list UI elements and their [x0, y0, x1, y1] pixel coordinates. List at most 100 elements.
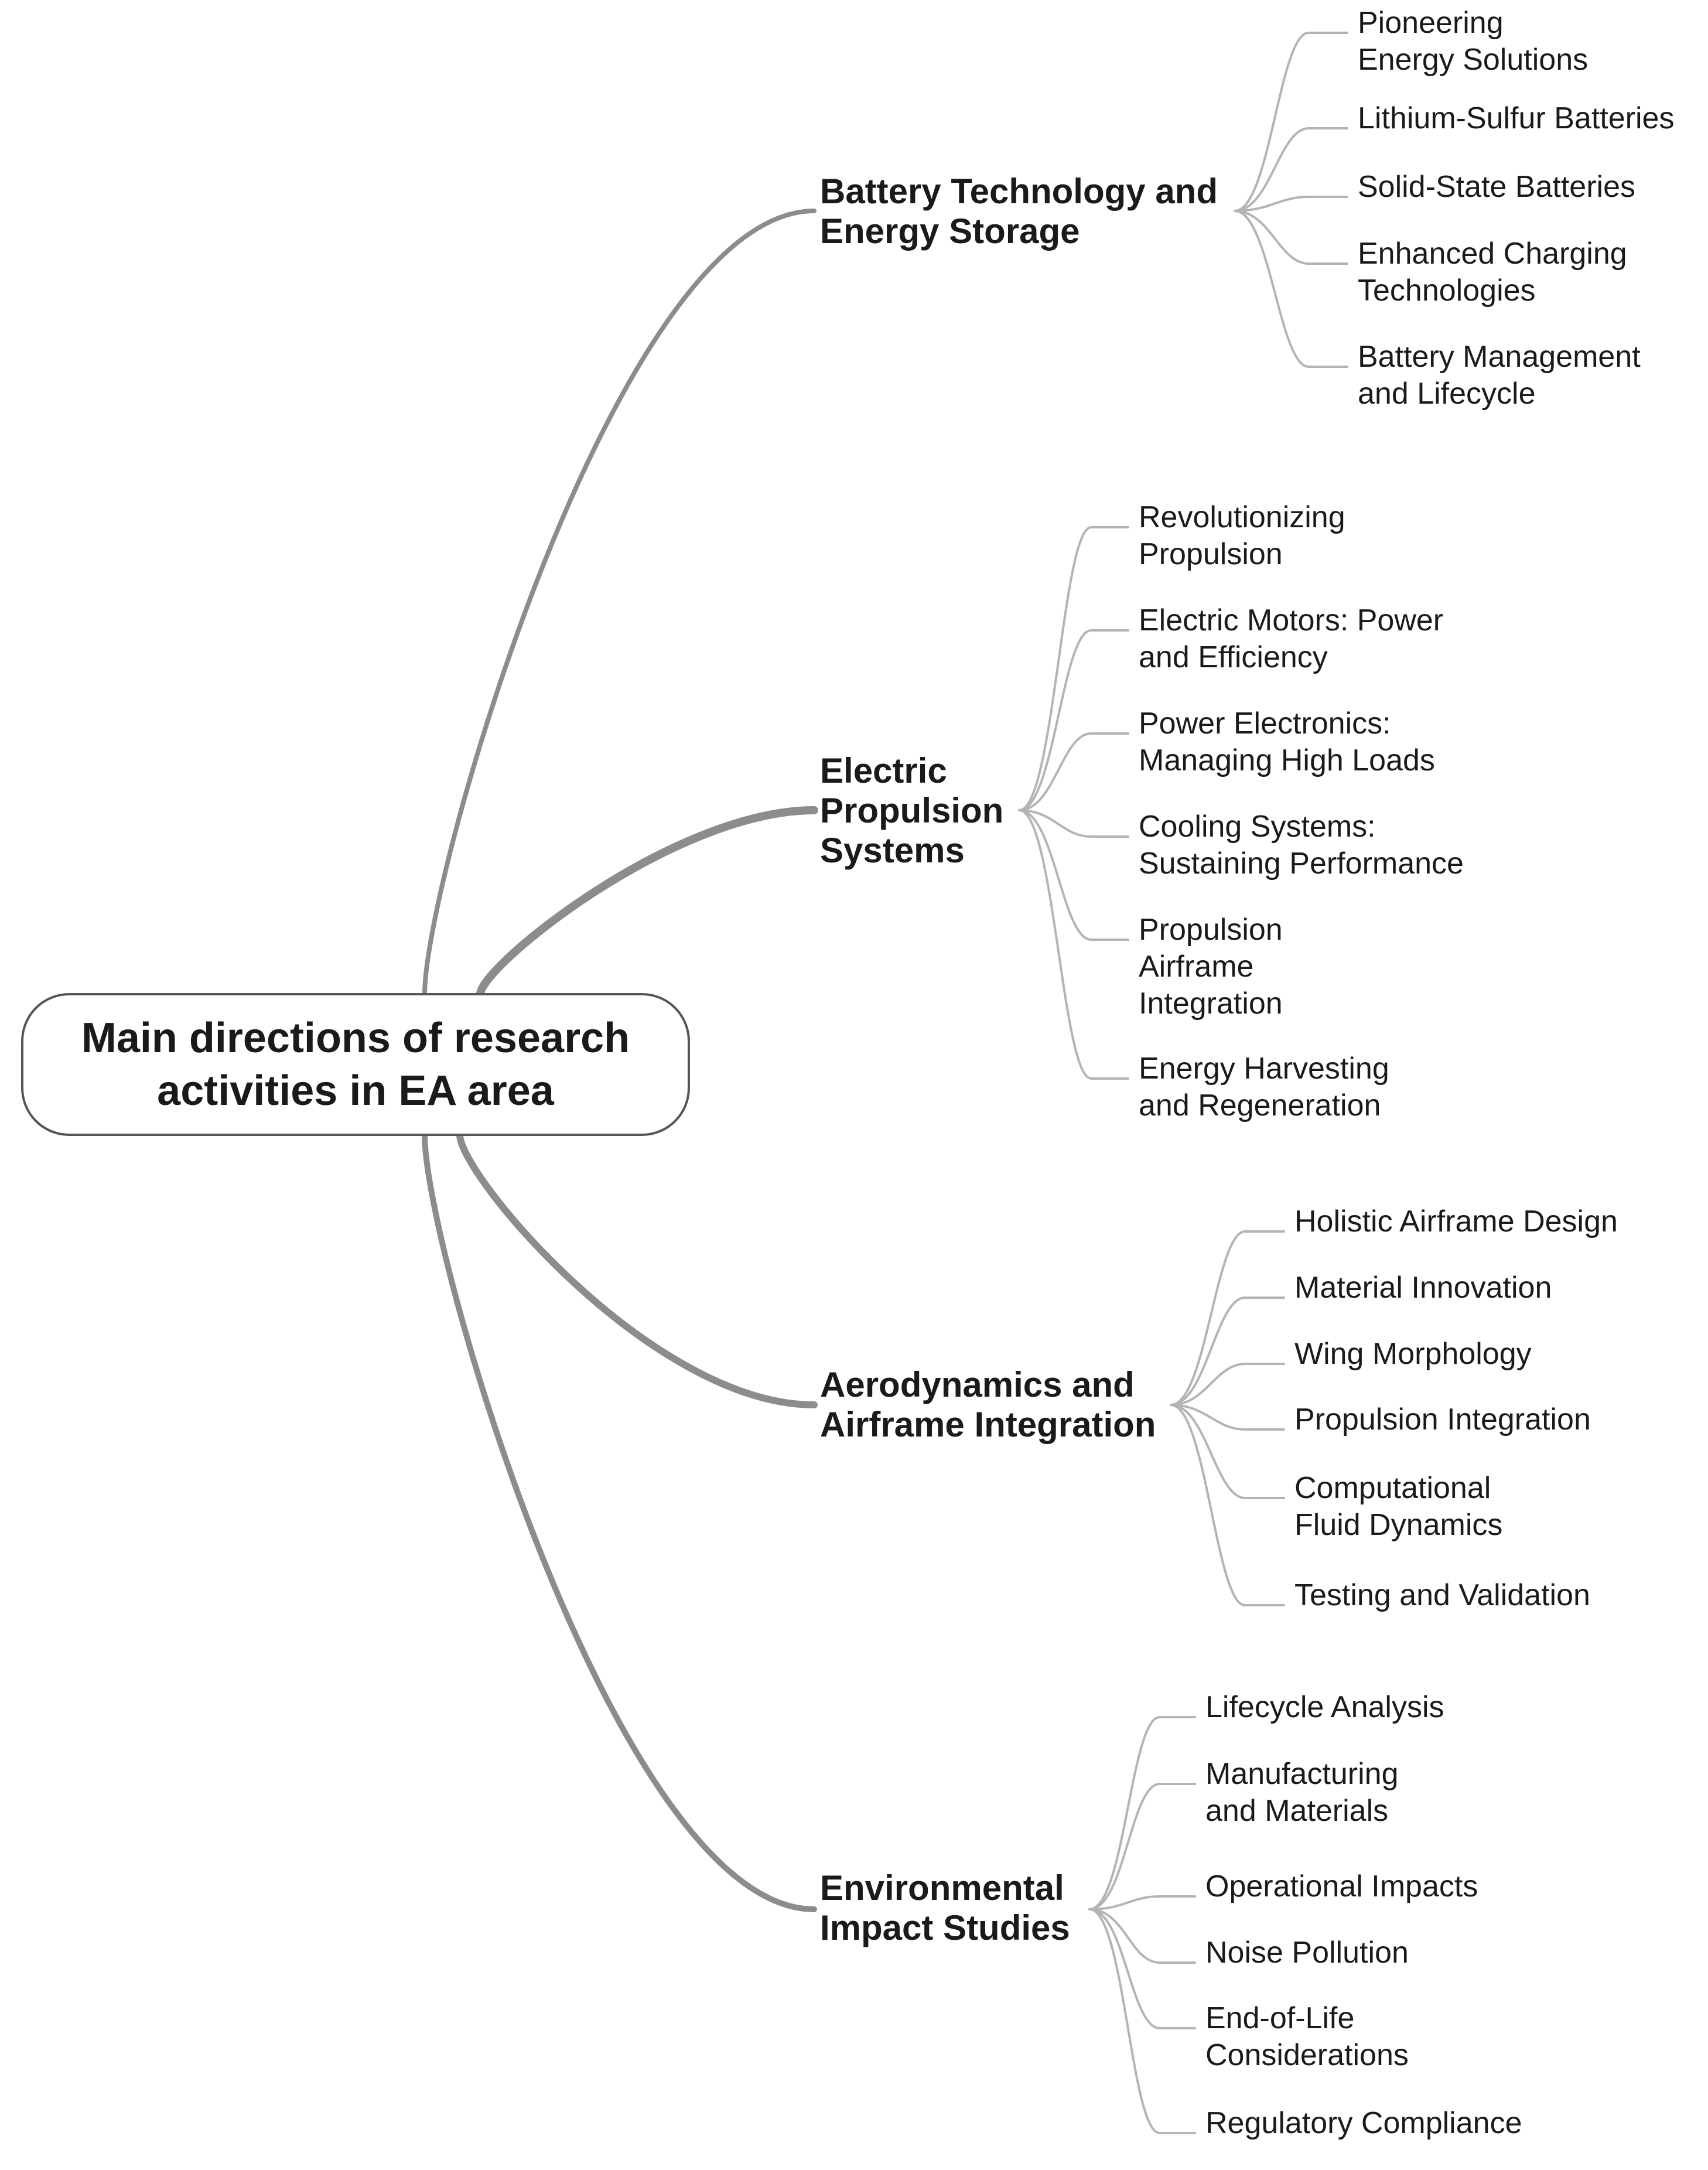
leaf-connector — [1088, 1908, 1196, 2029]
leaf-label-line: Sustaining Performance — [1139, 847, 1464, 881]
leaf-label-line: Fluid Dynamics — [1294, 1508, 1502, 1542]
leaf-label-line: Testing and Validation — [1294, 1578, 1590, 1612]
leaf-label: Power Electronics:Managing High Loads — [1139, 707, 1435, 777]
branch-connector — [422, 1132, 817, 1912]
leaf-label: Holistic Airframe Design — [1294, 1205, 1618, 1238]
leaf-label-line: Power Electronics: — [1139, 707, 1391, 741]
leaf-label-line: Enhanced Charging — [1358, 237, 1627, 271]
leaf-connector — [1170, 1404, 1285, 1499]
root-title-line: activities in EA area — [157, 1067, 555, 1114]
leaf-label-line: and Efficiency — [1139, 640, 1328, 674]
leaf-connector — [1088, 1783, 1196, 1910]
leaf-connector — [1170, 1404, 1285, 1606]
leaf-label-line: Lithium-Sulfur Batteries — [1358, 101, 1674, 135]
leaf-label: Lifecycle Analysis — [1205, 1690, 1444, 1724]
branch-label-line: Impact Studies — [820, 1908, 1070, 1947]
root-box — [21, 993, 690, 1136]
leaf-label-line: Regulatory Compliance — [1205, 2106, 1522, 2140]
leaf-label-line: Battery Management — [1358, 340, 1641, 374]
leaf-connector — [1018, 809, 1129, 941]
leaf-connector — [1088, 1908, 1196, 1964]
branch-label-line: Electric — [820, 751, 947, 790]
root-title-line: Main directions of research — [81, 1015, 630, 1062]
leaf-label-line: Revolutionizing — [1139, 500, 1345, 534]
leaf-connector — [1170, 1363, 1285, 1406]
leaf-label-line: Technologies — [1358, 274, 1536, 308]
leaf-label-line: Holistic Airframe Design — [1294, 1205, 1618, 1238]
leaf-connector — [1018, 809, 1129, 838]
leaf-label-line: Operational Impacts — [1205, 1869, 1478, 1903]
leaf-label: Lithium-Sulfur Batteries — [1358, 101, 1674, 135]
leaf-label-line: Noise Pollution — [1205, 1936, 1409, 1970]
leaf-label: Wing Morphology — [1294, 1337, 1532, 1371]
leaf-label-line: Lifecycle Analysis — [1205, 1690, 1444, 1724]
leaf-connector — [1088, 1895, 1196, 1910]
leaf-label-line: Manufacturing — [1205, 1757, 1399, 1791]
leaf-label-line: Computational — [1294, 1471, 1491, 1505]
leaf-connector — [1234, 32, 1348, 212]
branch-label-line: Airframe Integration — [820, 1405, 1156, 1444]
leaf-label: Propulsion Integration — [1294, 1403, 1591, 1437]
leaf-label-line: and Materials — [1205, 1794, 1388, 1828]
leaf-label-line: Propulsion — [1139, 913, 1283, 947]
leaf-label-line: Material Innovation — [1294, 1271, 1552, 1305]
leaf-label: Regulatory Compliance — [1205, 2106, 1522, 2140]
leaf-connector — [1018, 629, 1129, 811]
leaf-label-line: Energy Harvesting — [1139, 1052, 1389, 1086]
leaf-connector — [1170, 1296, 1285, 1406]
leaf-label-line: Electric Motors: Power — [1139, 603, 1443, 637]
leaf-label-line: Pioneering — [1358, 6, 1504, 40]
leaf-connector — [1234, 196, 1348, 212]
branch-label-line: Systems — [820, 831, 965, 870]
leaf-label-line: Managing High Loads — [1139, 743, 1435, 777]
root-node: Main directions of research activities in… — [21, 993, 690, 1136]
branch-label-line: Environmental — [820, 1868, 1064, 1908]
branch-label-line: Propulsion — [820, 791, 1003, 830]
leaf-label-line: Cooling Systems: — [1139, 810, 1376, 844]
leaf-label: Solid-State Batteries — [1358, 170, 1635, 204]
leaf-label-line: End-of-Life — [1205, 2001, 1354, 2035]
leaf-label: Material Innovation — [1294, 1271, 1552, 1305]
branch-label-line: Energy Storage — [820, 211, 1080, 251]
leaf-label: Testing and Validation — [1294, 1578, 1590, 1612]
leaf-connector — [1234, 210, 1348, 368]
leaf-label-line: Airframe — [1139, 950, 1253, 984]
branch-connector — [422, 209, 817, 997]
leaf-label-line: Energy Solutions — [1358, 43, 1588, 77]
branch-label-line: Battery Technology and — [820, 172, 1218, 211]
root-title: Main directions of research activities in… — [81, 1015, 630, 1114]
branch-connector — [476, 806, 818, 998]
leaf-label-line: Wing Morphology — [1294, 1337, 1532, 1371]
leaf-label-line: and Regeneration — [1139, 1089, 1381, 1122]
leaf-connector — [1234, 210, 1348, 265]
leaf-label-line: Integration — [1139, 987, 1283, 1021]
leaf-label-line: Propulsion Integration — [1294, 1403, 1591, 1437]
leaf-label-line: Solid-State Batteries — [1358, 170, 1635, 204]
leaf-connector — [1018, 809, 1129, 1080]
leaf-connector — [1088, 1908, 1196, 2134]
connectors — [422, 32, 1348, 2134]
leaf-connector — [1170, 1404, 1285, 1431]
leaf-connector — [1018, 732, 1129, 811]
leaf-label-line: and Lifecycle — [1358, 377, 1536, 411]
leaf-label: Operational Impacts — [1205, 1869, 1478, 1903]
branch-label-line: Aerodynamics and — [820, 1365, 1135, 1404]
leaf-connector — [1170, 1230, 1285, 1406]
leaf-connector — [1088, 1716, 1196, 1910]
